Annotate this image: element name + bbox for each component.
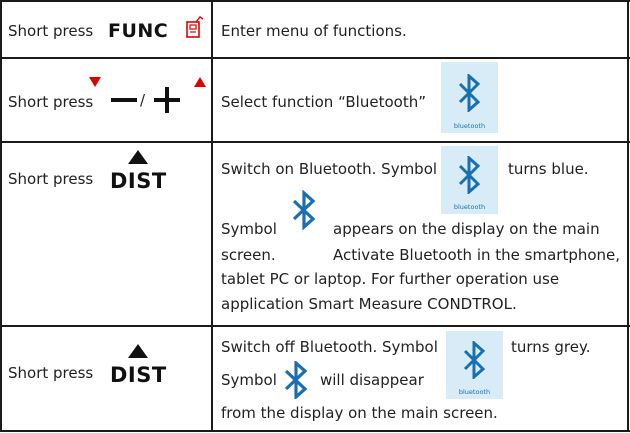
func-key-label: FUNC: [108, 20, 169, 42]
bluetooth-badge: bluetooth: [441, 62, 498, 133]
description-text: appears on the display on the main: [333, 220, 600, 238]
bluetooth-icon: [284, 361, 308, 399]
row-divider: [0, 57, 630, 59]
bluetooth-icon: [292, 190, 316, 230]
badge-label: bluetooth: [453, 203, 486, 211]
action-label: Short press: [8, 364, 94, 382]
badge-label: bluetooth: [458, 388, 491, 396]
description-text: Symbol: [221, 220, 277, 238]
badge-label: bluetooth: [453, 122, 486, 130]
description-text: Activate Bluetooth in the smartphone,: [333, 246, 621, 264]
row-divider: [0, 141, 630, 143]
action-label: Short press: [8, 170, 94, 188]
description-text: will disappear: [320, 371, 424, 389]
table-border-right: [627, 0, 629, 432]
bluetooth-badge: bluetooth: [441, 146, 498, 214]
key-separator: /: [140, 91, 146, 109]
triangle-up-icon: [128, 344, 148, 358]
bluetooth-icon: [458, 74, 481, 112]
description-text: Symbol: [221, 371, 277, 389]
dist-key-label: DIST: [110, 169, 167, 193]
table-border-top: [0, 0, 630, 2]
description-text: tablet PC or laptop. For further operati…: [221, 270, 560, 288]
action-label: Short press: [8, 22, 94, 40]
description-text: turns grey.: [511, 338, 591, 356]
triangle-up-icon: [128, 150, 148, 164]
description-text: Enter menu of functions.: [221, 22, 407, 40]
column-divider: [211, 0, 213, 432]
arrow-up-icon: [194, 77, 206, 87]
description-text: Select function “Bluetooth”: [221, 93, 426, 111]
dist-key-label: DIST: [110, 363, 167, 387]
action-label: Short press: [8, 93, 94, 111]
bluetooth-badge: bluetooth: [446, 331, 503, 399]
func-key-icon: [186, 16, 204, 38]
minus-key-icon: [111, 98, 137, 102]
table-border-bottom: [0, 430, 630, 432]
table-border-left: [0, 0, 2, 432]
plus-key-icon: [154, 87, 180, 113]
row-divider: [0, 325, 630, 327]
description-text: application Smart Measure CONDTROL.: [221, 295, 517, 313]
arrow-down-icon: [89, 77, 101, 87]
bluetooth-icon: [463, 341, 486, 379]
description-text: from the display on the main screen.: [221, 404, 498, 422]
description-text: turns blue.: [508, 160, 589, 178]
description-text: Switch on Bluetooth. Symbol: [221, 160, 438, 178]
description-text: screen.: [221, 246, 276, 264]
description-text: Switch off Bluetooth. Symbol: [221, 338, 438, 356]
bluetooth-icon: [458, 156, 481, 194]
